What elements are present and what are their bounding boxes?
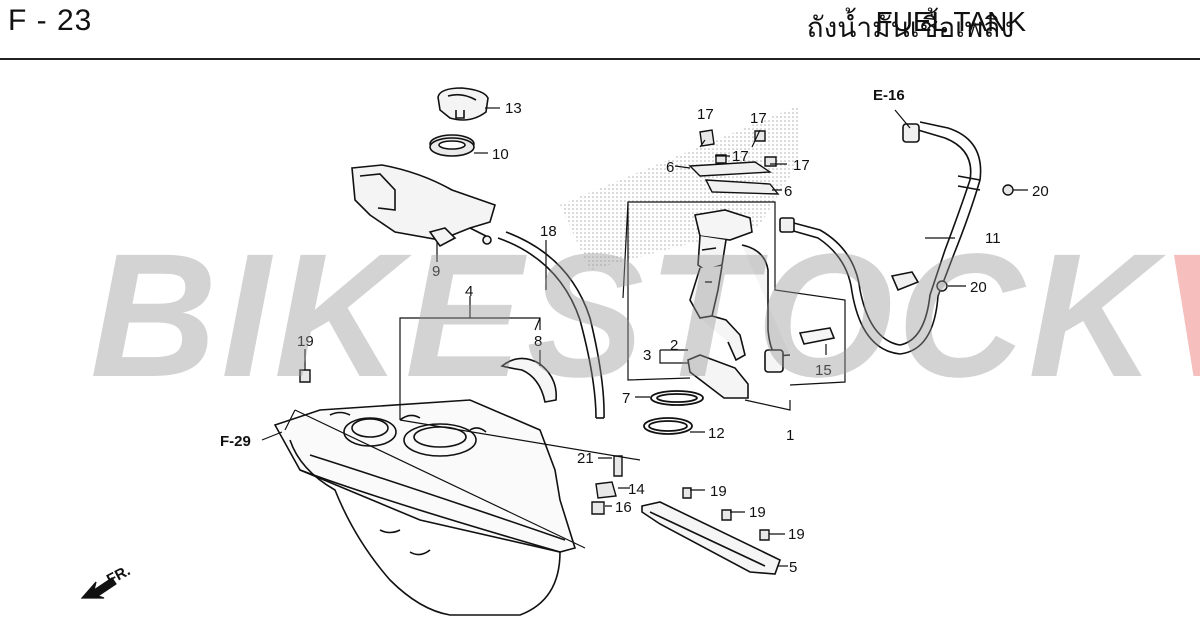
cap-seal [429, 134, 475, 157]
callout-19-tank: 19 [297, 333, 314, 350]
page-code: F - 23 [8, 4, 93, 37]
callout-16: 16 [615, 499, 632, 516]
callout-19-d: 19 [788, 526, 805, 543]
callout-19-b: 19 [710, 483, 727, 500]
fuel-tank [273, 399, 577, 616]
callout-17-c: 17 [732, 148, 749, 165]
callout-10: 10 [492, 146, 509, 163]
callout-19-c: 19 [749, 504, 766, 521]
pump-plates [688, 161, 780, 195]
callout-14: 14 [628, 481, 645, 498]
bolts-20 [936, 184, 1014, 292]
callout-11: 11 [985, 230, 1001, 247]
ref-f29: F-29 [220, 433, 251, 450]
front-arrow-icon [80, 577, 117, 599]
page-title: ถังน้ำมันเชื้อเพลิง [807, 6, 1014, 50]
callout-17-a: 17 [697, 106, 714, 123]
callout-9: 9 [432, 263, 440, 280]
callout-8: 8 [534, 333, 542, 350]
callout-5: 5 [789, 559, 797, 576]
callout-6-a: 6 [666, 159, 674, 176]
callout-1: 1 [786, 427, 794, 444]
callout-12: 12 [708, 425, 725, 442]
callout-6-b: 6 [784, 183, 792, 200]
filler-tray [351, 164, 496, 248]
fuel-feed-hose [779, 121, 982, 355]
small-bolts [299, 369, 770, 541]
parts-diagram: 13 10 9 4 8 18 19 17 17 17 17 6 6 2 3 15… [80, 87, 1049, 616]
heat-guard [500, 357, 557, 403]
callout-20-b: 20 [970, 279, 987, 296]
leader-lines [261, 107, 1028, 567]
callout-18: 18 [540, 223, 557, 240]
callout-2: 2 [670, 337, 678, 354]
callout-21: 21 [577, 450, 594, 467]
page-title-th: ถังน้ำมันเชื้อเพลิง [806, 11, 1014, 44]
callout-17-d: 17 [793, 157, 810, 174]
page-title-en: FUEL TANK [875, 6, 1026, 37]
tank-cover [641, 501, 781, 575]
callout-4: 4 [465, 283, 473, 300]
callout-15: 15 [815, 362, 832, 379]
callout-7: 7 [622, 390, 630, 407]
callout-20-a: 20 [1032, 183, 1049, 200]
page-header: F - 23 ถังน้ำมันเชื้อเพลิง [0, 0, 1200, 60]
fuel-cap [437, 87, 489, 121]
callout-13: 13 [505, 100, 522, 117]
o-rings [643, 390, 704, 435]
header-rule [0, 58, 1200, 60]
breather-hose [497, 231, 605, 419]
ref-e16: E-16 [873, 87, 905, 104]
callout-3: 3 [643, 347, 651, 364]
callout-17-b: 17 [750, 110, 767, 127]
fuel-pump-assembly [687, 209, 836, 399]
